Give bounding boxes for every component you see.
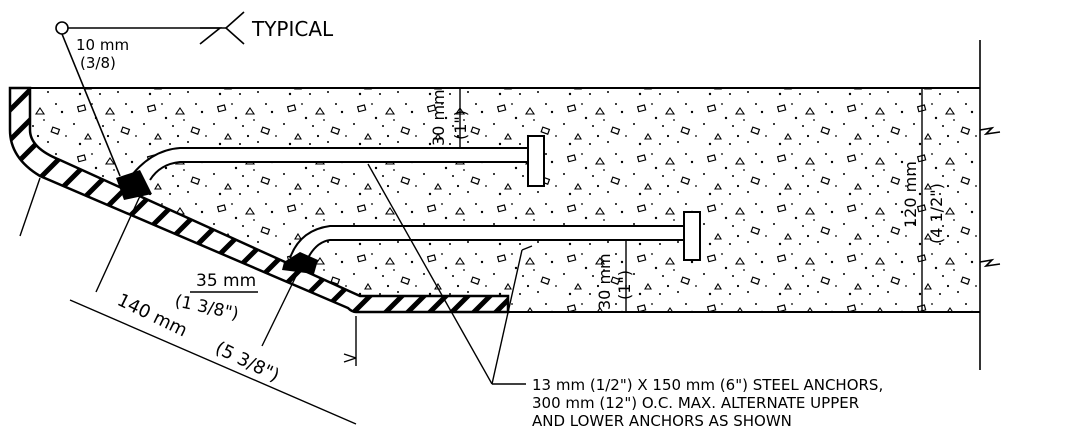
weld-size-imperial: (3/8) — [80, 54, 116, 72]
lower-weld — [282, 252, 318, 274]
fillet-weld-icon — [199, 27, 223, 45]
anchor-note-line1: 13 mm (1/2") X 150 mm (6") STEEL ANCHORS… — [532, 376, 883, 394]
typical-label: TYPICAL — [251, 17, 334, 41]
top-cover-metric: 30 mm — [429, 89, 448, 146]
thickness-metric: 120 mm — [901, 161, 920, 228]
bottom-cover-metric: 30 mm — [595, 253, 614, 310]
concrete-fill — [30, 87, 980, 313]
upper-weld — [116, 170, 152, 200]
weld-all-around-icon — [55, 21, 69, 35]
top-cover-dimension — [422, 87, 470, 149]
tail-icon — [225, 11, 245, 45]
upper-anchor — [127, 135, 545, 187]
anchor-note-line3: AND LOWER ANCHORS AS SHOWN — [532, 412, 792, 430]
break-line — [979, 40, 1001, 370]
bottom-cover-imperial: (1") — [615, 270, 634, 300]
lower-anchor — [289, 211, 701, 263]
thickness-imperial: (4 1/2") — [927, 183, 946, 244]
anchor-leader — [367, 163, 533, 385]
bottom-cover-dimension — [590, 239, 640, 313]
weld-symbol — [55, 11, 245, 177]
top-cover-imperial: (1") — [451, 110, 470, 140]
nosing-dimension — [19, 177, 357, 425]
anchor-note-line2: 300 mm (12") O.C. MAX. ALTERNATE UPPER — [532, 394, 859, 412]
weld-size-metric: 10 mm — [76, 36, 129, 54]
anchor-spacing-metric: 35 mm — [196, 271, 256, 291]
anchor-spacing-dimension — [95, 195, 301, 347]
nosing-imperial: (5 3/8") — [212, 338, 283, 387]
